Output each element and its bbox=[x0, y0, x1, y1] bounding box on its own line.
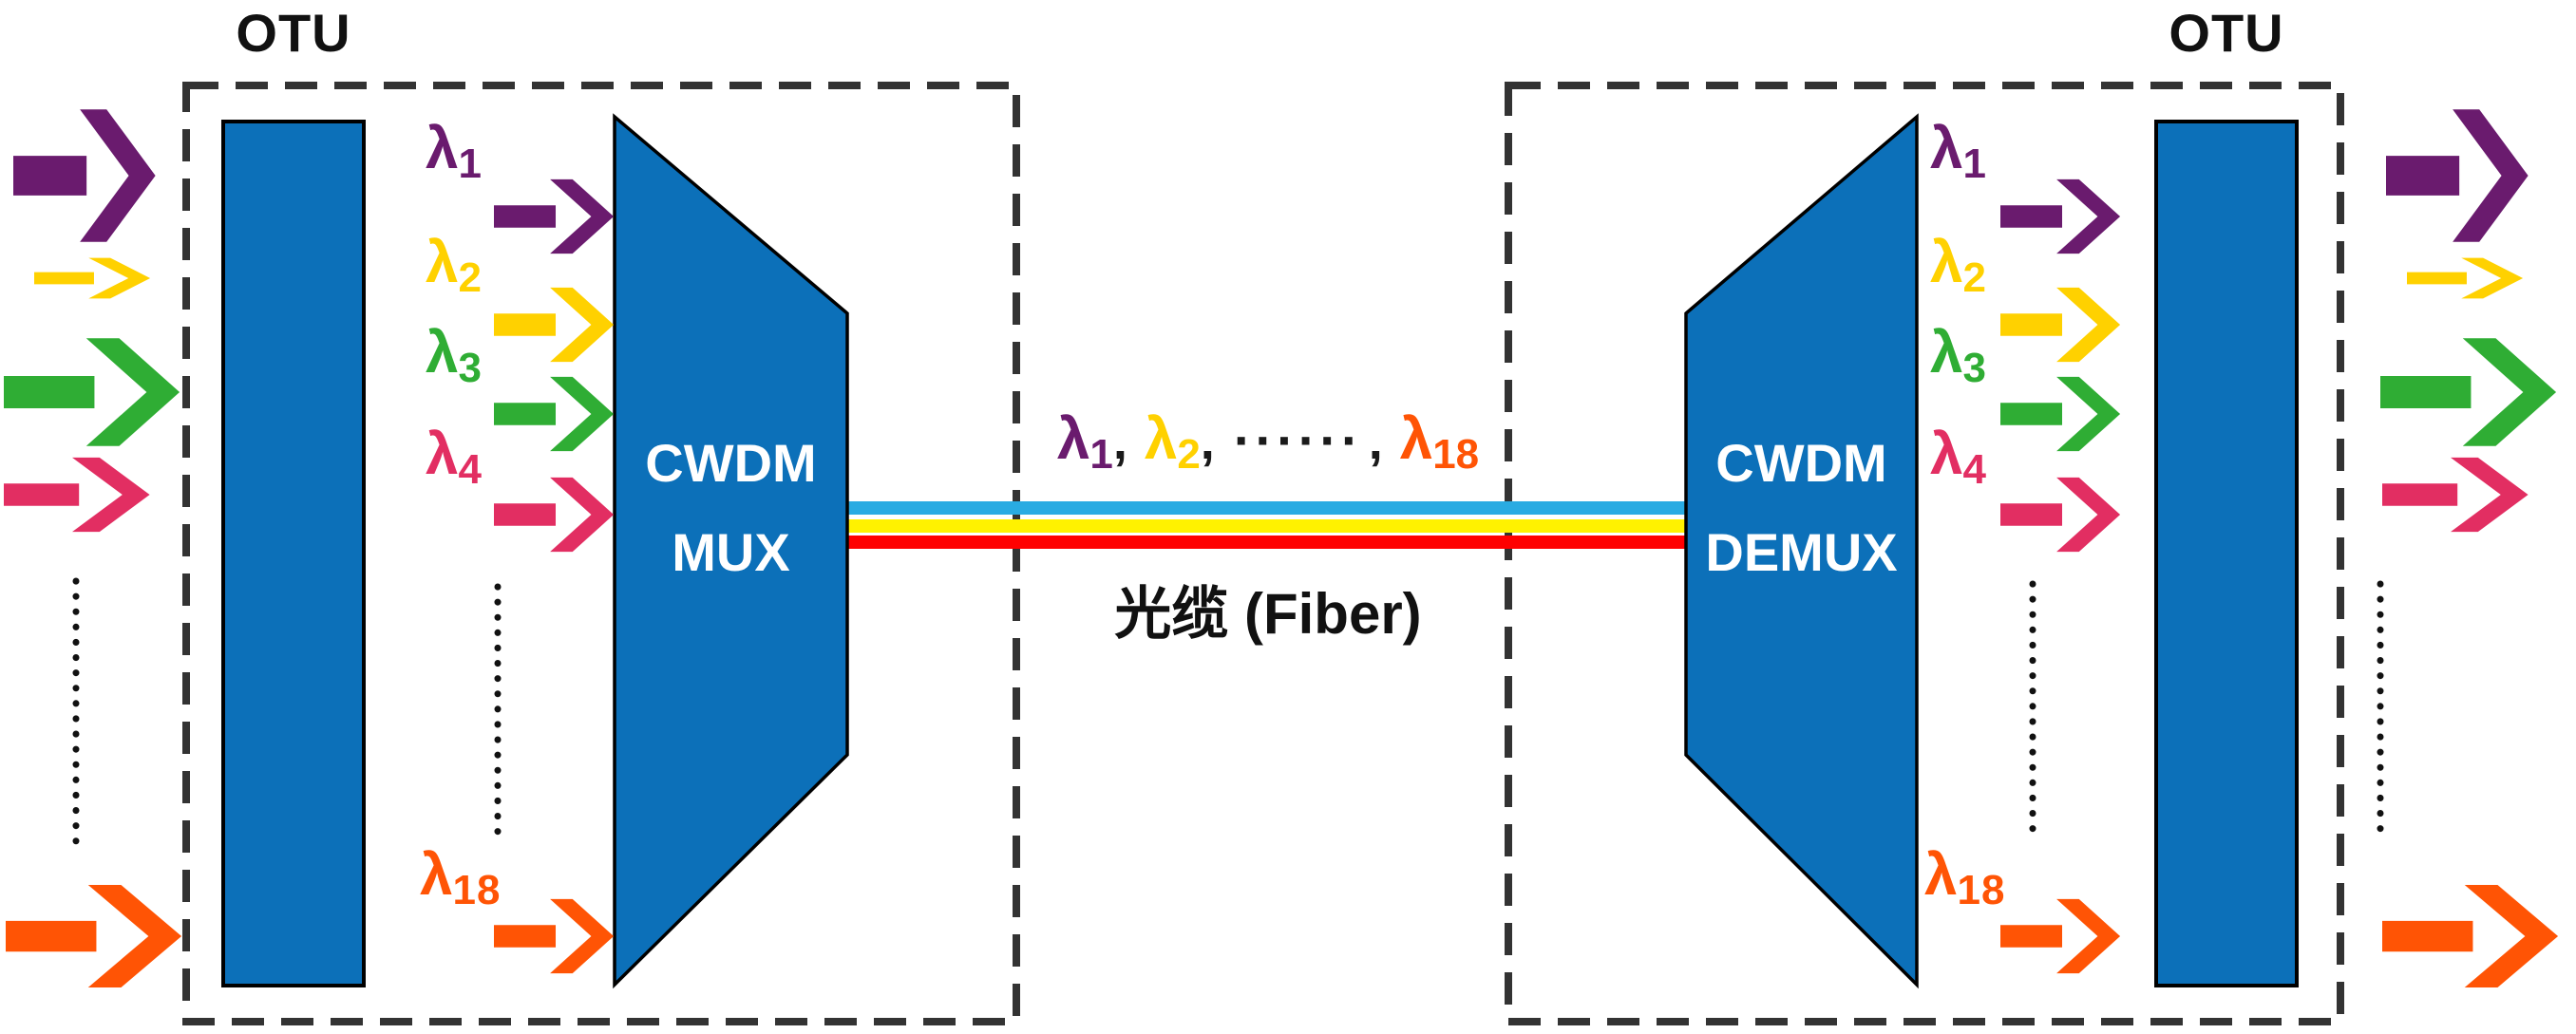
mux-wavelength-label-18: λ18 bbox=[420, 846, 501, 912]
client-out-arrow-1-icon bbox=[2386, 109, 2529, 242]
otu-right-title: OTU bbox=[2169, 3, 2284, 63]
lambda-subscript: 18 bbox=[1957, 867, 2006, 913]
demux-out-arrow-18-icon bbox=[2000, 898, 2121, 974]
mux-wavelength-label-1: λ1 bbox=[426, 120, 483, 185]
mux-label-line1: CWDM bbox=[645, 433, 817, 493]
otu-left-title: OTU bbox=[236, 3, 351, 63]
demux-wavelength-label-2: λ2 bbox=[1930, 234, 1987, 299]
mux-wavelength-label-3: λ3 bbox=[426, 324, 483, 389]
cwdm-mux-label: CWDM MUX bbox=[615, 435, 847, 581]
demux-out-arrow-3-icon bbox=[2000, 376, 2121, 452]
demux-label-line2: DEMUX bbox=[1705, 522, 1898, 582]
lambda-subscript: 1 bbox=[458, 141, 483, 187]
lambda-subscript: 2 bbox=[458, 254, 483, 301]
mux-in-arrow-4-icon bbox=[494, 477, 615, 553]
lambda-subscript: 4 bbox=[1962, 446, 1987, 493]
otu-left-rack bbox=[221, 120, 366, 987]
lambda-symbol: λ bbox=[426, 320, 459, 385]
demux-out-arrow-1-icon bbox=[2000, 179, 2121, 254]
client-out-arrow-2-icon bbox=[2407, 257, 2524, 299]
lambda-symbol: λ bbox=[1144, 406, 1178, 472]
fiber-strand-red bbox=[847, 536, 1689, 549]
client-in-arrow-18-icon bbox=[6, 885, 182, 987]
otu-right-dashed-box bbox=[1505, 82, 2344, 1025]
demux-label-line1: CWDM bbox=[1715, 433, 1887, 493]
lambda-symbol: λ bbox=[426, 422, 459, 487]
lambda-subscript: 4 bbox=[458, 446, 483, 493]
client-out-arrow-4-icon bbox=[2382, 457, 2529, 533]
demux-wavelength-label-18: λ18 bbox=[1924, 846, 2005, 912]
lambda-subscript: 1 bbox=[1962, 141, 1987, 187]
client-out-arrow-3-icon bbox=[2380, 338, 2557, 446]
demux-out-arrow-2-icon bbox=[2000, 287, 2121, 363]
separator-comma: , bbox=[1200, 413, 1215, 470]
lambda-symbol: λ bbox=[1056, 406, 1090, 472]
cwdm-mux-shape bbox=[613, 113, 849, 989]
mux-in-arrow-1-icon bbox=[494, 179, 615, 254]
demux-wavelength-label-1: λ1 bbox=[1930, 120, 1987, 185]
client-in-arrow-4-icon bbox=[4, 457, 150, 533]
client-out-arrow-18-icon bbox=[2382, 885, 2559, 987]
otu-left-dashed-box bbox=[182, 82, 1020, 1025]
lambda-subscript: 3 bbox=[1962, 345, 1987, 391]
separator-comma: , bbox=[1368, 413, 1383, 470]
demux-wavelength-label-3: λ3 bbox=[1930, 324, 1987, 389]
demux-out-arrow-4-icon bbox=[2000, 477, 2121, 553]
otu-right-rack bbox=[2154, 120, 2299, 987]
cwdm-demux-shape bbox=[1684, 113, 1919, 989]
fiber-wavelength-list: λ1,λ2,······,λ18 bbox=[964, 410, 1572, 476]
mux-label-line2: MUX bbox=[672, 522, 790, 582]
lambda-subscript: 1 bbox=[1089, 431, 1113, 478]
lambda-subscript: 2 bbox=[1962, 254, 1987, 301]
ellipsis-dots: ······ bbox=[1233, 410, 1363, 470]
client-in-arrow-3-icon bbox=[4, 338, 180, 446]
mux-wavelength-label-2: λ2 bbox=[426, 234, 483, 299]
lambda-symbol: λ bbox=[1930, 320, 1963, 385]
lambda-symbol: λ bbox=[1930, 422, 1963, 487]
lambda-symbol: λ bbox=[426, 230, 459, 295]
fiber-strand-yellow bbox=[847, 519, 1689, 533]
lambda-symbol: λ bbox=[420, 842, 453, 908]
mux-in-arrow-18-icon bbox=[494, 898, 615, 974]
client-in-arrow-2-icon bbox=[34, 257, 151, 299]
lambda-subscript: 18 bbox=[1432, 431, 1480, 478]
mux-wavelength-label-4: λ4 bbox=[426, 422, 483, 491]
lambda-subscript: 3 bbox=[458, 345, 483, 391]
lambda-symbol: λ bbox=[426, 116, 459, 181]
client-in-arrow-1-icon bbox=[13, 109, 156, 242]
lambda-symbol: λ bbox=[1924, 842, 1958, 908]
fiber-strand-blue bbox=[847, 501, 1689, 515]
separator-comma: , bbox=[1112, 413, 1127, 470]
lambda-symbol: λ bbox=[1399, 406, 1433, 472]
mux-in-arrow-3-icon bbox=[494, 376, 615, 452]
cwdm-demux-label: CWDM DEMUX bbox=[1686, 435, 1917, 581]
lambda-subscript: 2 bbox=[1177, 431, 1201, 478]
lambda-symbol: λ bbox=[1930, 116, 1963, 181]
mux-in-arrow-2-icon bbox=[494, 287, 615, 363]
lambda-subscript: 18 bbox=[452, 867, 502, 913]
fiber-caption: 光缆 (Fiber) bbox=[1114, 582, 1422, 646]
lambda-symbol: λ bbox=[1930, 230, 1963, 295]
demux-wavelength-label-4: λ4 bbox=[1930, 422, 1987, 491]
